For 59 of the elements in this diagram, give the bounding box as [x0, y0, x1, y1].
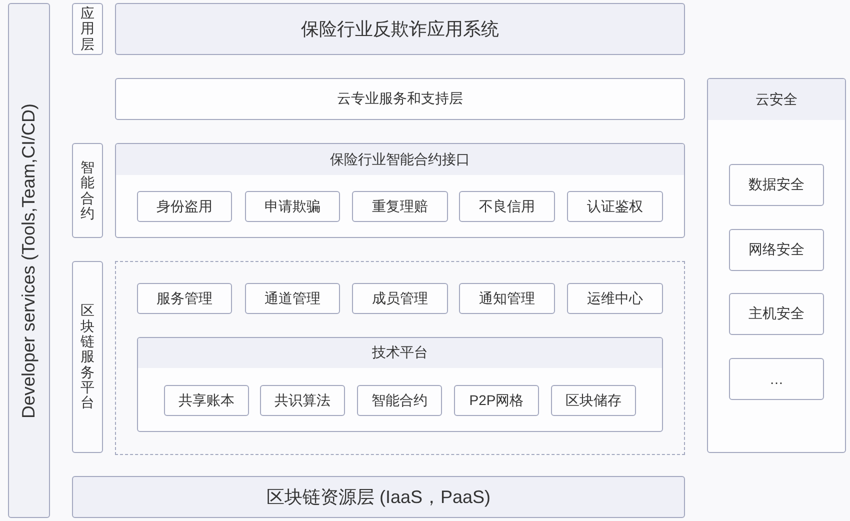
module-card — [352, 191, 448, 222]
module-label: 申请欺骗 — [264, 198, 320, 216]
module-label: 通知管理 — [479, 290, 535, 308]
layer-bar — [72, 476, 685, 518]
layer-bar — [115, 3, 685, 55]
panel-heading: 技术平台 — [138, 338, 662, 368]
module-card — [551, 385, 636, 416]
layer-tag — [72, 3, 103, 55]
module-card — [137, 283, 232, 314]
layer-title: 云专业服务和支持层 — [337, 90, 463, 108]
module-label: 网络安全 — [748, 241, 804, 259]
module-card — [357, 385, 442, 416]
module-label: 服务管理 — [156, 290, 212, 308]
module-card — [729, 229, 824, 271]
module-card — [260, 385, 345, 416]
module-card — [245, 283, 340, 314]
module-card — [567, 283, 663, 314]
side-panel-label: Developer services (Tools,Team,CI/CD) — [18, 102, 40, 418]
layer-tag-label: 区块链服务平台 — [80, 303, 94, 411]
module-label: 不良信用 — [479, 198, 535, 216]
module-card — [352, 283, 448, 314]
layer-title: 区块链资源层 (IaaS，PaaS) — [266, 486, 491, 509]
module-label: … — [770, 371, 784, 387]
module-panel — [707, 78, 846, 453]
module-label: 共识算法 — [274, 392, 330, 410]
module-card — [137, 191, 232, 222]
module-label: 区块储存 — [566, 392, 622, 410]
module-label: 重复理赔 — [372, 198, 428, 216]
layer-bar — [115, 78, 685, 120]
module-label: P2P网格 — [469, 392, 524, 410]
module-card — [729, 293, 824, 335]
side-panel — [8, 3, 50, 518]
module-label: 成员管理 — [372, 290, 428, 308]
module-card — [567, 191, 663, 222]
layer-tag — [72, 143, 103, 238]
module-label: 运维中心 — [587, 290, 643, 308]
module-card — [245, 191, 340, 222]
module-card — [729, 164, 824, 206]
layer-title: 保险行业反欺诈应用系统 — [301, 18, 499, 41]
module-card — [459, 191, 555, 222]
module-card — [729, 358, 824, 400]
layer-tag-label: 应用层 — [80, 6, 94, 52]
module-card — [454, 385, 539, 416]
module-label: 智能合约 — [372, 392, 428, 410]
layer-tag-label: 智能合约 — [80, 160, 94, 222]
module-label: 主机安全 — [748, 305, 804, 323]
module-label: 共享账本 — [178, 392, 234, 410]
module-card — [164, 385, 249, 416]
layer-tag — [72, 261, 103, 453]
panel-heading: 保险行业智能合约接口 — [116, 144, 684, 175]
module-panel — [115, 143, 685, 238]
module-panel — [137, 337, 663, 432]
module-label: 通道管理 — [264, 290, 320, 308]
panel-heading: 云安全 — [708, 79, 845, 120]
module-label: 数据安全 — [748, 176, 804, 194]
dashed-group-frame — [115, 261, 685, 455]
module-label: 认证鉴权 — [587, 198, 643, 216]
module-label: 身份盗用 — [156, 198, 212, 216]
module-card — [459, 283, 555, 314]
